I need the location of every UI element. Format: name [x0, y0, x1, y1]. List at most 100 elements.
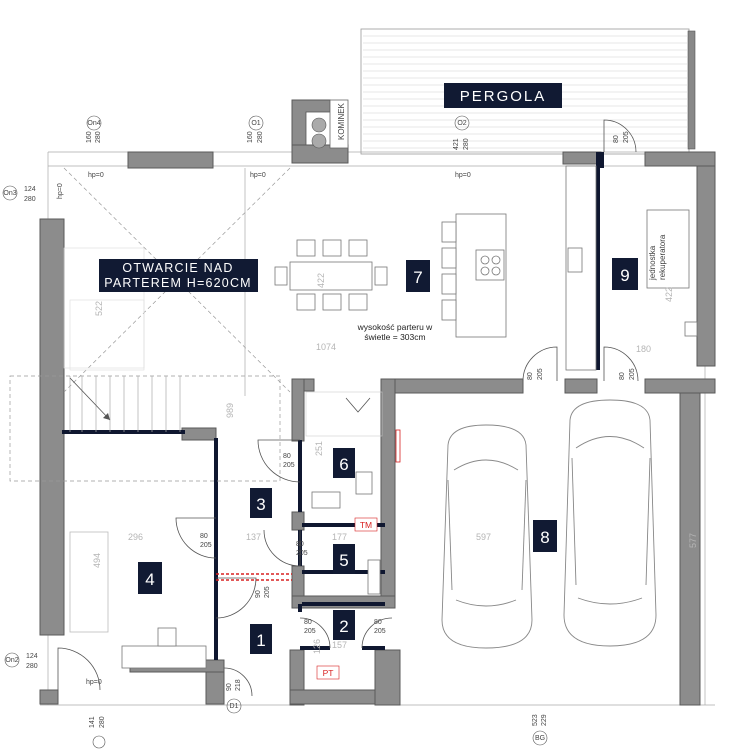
dim-door2a-w: 80 [304, 619, 312, 626]
dim-door-pergola-h: 205 [623, 131, 630, 143]
pt-label: PT [323, 668, 334, 678]
dim-door-garage-h: 205 [537, 368, 544, 380]
room-1: 1 [250, 624, 272, 654]
dim-137: 137 [246, 532, 261, 542]
dim-177: 177 [332, 532, 347, 542]
dim-o1-h: 280 [257, 131, 264, 143]
room-8: 8 [533, 520, 557, 552]
dim-522: 522 [94, 301, 104, 316]
svg-text:6: 6 [339, 455, 348, 474]
svg-text:2: 2 [339, 617, 348, 636]
dim-door5-h: 205 [296, 550, 308, 557]
marker-bg: BG [535, 735, 545, 742]
svg-text:8: 8 [540, 528, 549, 547]
dim-251: 251 [314, 441, 324, 456]
annotations: KOMINEK OTWARCIE NAD PARTEREM H=620CM wy… [99, 102, 667, 680]
dim-door3-w: 90 [255, 590, 262, 598]
room-3: 3 [250, 488, 272, 518]
marker-on2: On2 [5, 657, 18, 664]
room-dimensions: 1074 522 422 989 251 296 137 177 494 597… [92, 273, 698, 654]
dim-door5-w: 80 [296, 541, 304, 548]
otwarcie-label-2: PARTEREM H=620CM [104, 276, 252, 290]
dim-989: 989 [225, 403, 235, 418]
room-5: 5 [333, 544, 355, 574]
pergola-area: PERGOLA [360, 28, 696, 155]
dim-bg-w: 523 [532, 714, 539, 726]
svg-text:9: 9 [620, 266, 629, 285]
car-left-icon [441, 424, 533, 649]
dim-bg-h: 229 [541, 714, 548, 726]
dim-door2a-h: 205 [304, 628, 316, 635]
kominek-label: KOMINEK [337, 102, 346, 140]
dim-180: 180 [636, 344, 651, 354]
dim-door-tech-h: 205 [629, 368, 636, 380]
marker-o1-top: O1 [251, 120, 260, 127]
hp-on4: hp=0 [88, 172, 104, 179]
room-7: 7 [406, 260, 430, 292]
dim-494: 494 [92, 553, 102, 568]
svg-text:5: 5 [339, 551, 348, 570]
pergola-label: PERGOLA [460, 88, 547, 105]
hp-on3: hp=0 [57, 183, 64, 199]
doors: 80 205 80 205 80 205 180 80 205 80 205 8… [57, 119, 651, 697]
room-2: 2 [333, 610, 355, 640]
dim-door4-w: 80 [200, 533, 208, 540]
dim-on2-h: 280 [26, 663, 38, 670]
window-markers: On4 160 280 hp=0 O1 160 280 hp=0 O2 421 … [2, 115, 548, 749]
dim-597: 597 [476, 532, 491, 542]
dim-bottom-w: 141 [89, 716, 96, 728]
room-6: 6 [333, 448, 355, 478]
dim-door6-w: 80 [283, 453, 291, 460]
dim-door6-h: 205 [283, 462, 295, 469]
dim-door2b-h: 205 [374, 628, 386, 635]
svg-text:7: 7 [413, 268, 422, 287]
dim-bottom-h: 280 [99, 716, 106, 728]
dim-on4-h: 280 [95, 131, 102, 143]
dim-422b: 422 [664, 287, 674, 302]
dim-door-garage-w: 80 [527, 372, 534, 380]
dim-on3-h: 280 [24, 196, 36, 203]
dim-d1-h: 218 [235, 679, 242, 691]
room-9: 9 [612, 258, 638, 290]
dim-o1-w: 160 [247, 131, 254, 143]
room-4: 4 [138, 562, 162, 594]
dim-door4-h: 205 [200, 542, 212, 549]
svg-text:3: 3 [256, 495, 265, 514]
hp-o2: hp=0 [455, 172, 471, 179]
dim-d1-w: 90 [226, 683, 233, 691]
dim-door-tech-w: 80 [619, 372, 626, 380]
opening-area [9, 167, 291, 482]
marker-o2-top: O2 [457, 120, 466, 127]
marker-on3: On3 [3, 190, 16, 197]
dim-296: 296 [128, 532, 143, 542]
dim-o2-h: 280 [463, 138, 470, 150]
rekuperator-label-1: jednostka [648, 245, 657, 281]
dim-on4-w: 160 [86, 131, 93, 143]
car-right-icon [563, 399, 657, 647]
furniture [69, 117, 698, 669]
dim-on2-w: 124 [26, 653, 38, 660]
walls [39, 99, 716, 706]
dim-126: 126 [312, 639, 322, 654]
dim-422: 422 [316, 273, 326, 288]
room-numbers: 1 2 3 4 5 6 7 8 [138, 258, 638, 654]
dim-o2-w: 421 [453, 138, 460, 150]
dim-157: 157 [332, 640, 347, 650]
marker-on4: On4 [87, 120, 100, 127]
hp-on2: hp=0 [86, 679, 102, 686]
dim-door-pergola-w: 80 [613, 135, 620, 143]
marker-d1: D1 [230, 703, 239, 710]
hp-o1: hp=0 [250, 172, 266, 179]
dim-door2b-w: 80 [374, 619, 382, 626]
dim-1074: 1074 [316, 342, 336, 352]
svg-text:1: 1 [256, 631, 265, 650]
dim-door3-h: 205 [264, 586, 271, 598]
dim-on3-w: 124 [24, 186, 36, 193]
tm-label: TM [360, 520, 372, 530]
wysokosc-label-1: wysokość parteru w [357, 322, 433, 332]
svg-text:4: 4 [145, 570, 154, 589]
rekuperator-label-2: rekuperatora [658, 234, 667, 280]
otwarcie-label-1: OTWARCIE NAD [122, 261, 233, 275]
wysokosc-label-2: świetle = 303cm [364, 332, 425, 342]
